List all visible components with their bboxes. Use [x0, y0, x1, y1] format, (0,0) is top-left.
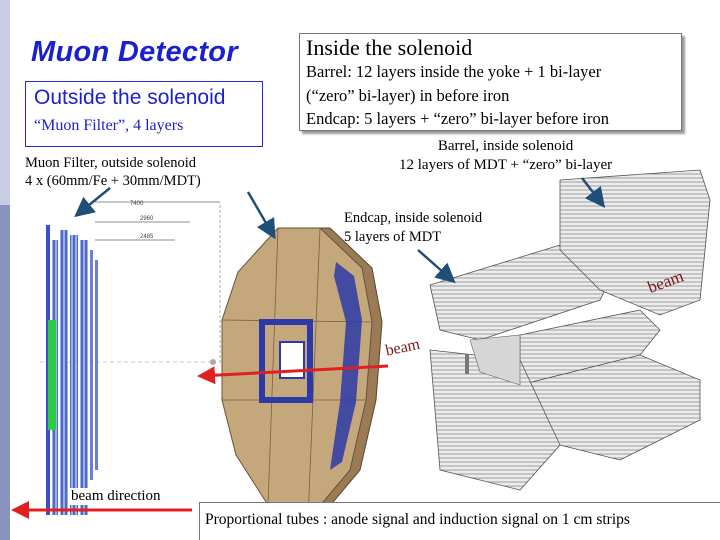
dimension-7400: 7400 [130, 201, 144, 207]
inside-solenoid-line1: Barrel: 12 layers inside the yoke + 1 bi… [306, 62, 602, 81]
sidebar-strip [0, 0, 10, 540]
beam-arrows [11, 364, 389, 519]
sidebar-strip-light [0, 0, 10, 205]
muon-filter-line1: Muon Filter, outside solenoid [25, 155, 196, 171]
endcap-label-line1: Endcap, inside solenoid [344, 210, 483, 226]
outside-solenoid-box: Outside the solenoid “Muon Filter”, 4 la… [25, 81, 263, 147]
page-title: Muon Detector [31, 36, 238, 68]
proportional-tubes-box: Proportional tubes : anode signal and in… [199, 502, 720, 540]
muon-filter-label: Muon Filter, outside solenoid 4 x (60mm/… [25, 154, 201, 190]
outside-solenoid-heading: Outside the solenoid [34, 86, 226, 109]
proportional-tubes-text: Proportional tubes : anode signal and in… [205, 511, 630, 528]
dimension-2960: 2960 [140, 216, 154, 222]
pointer-arrows [74, 177, 606, 284]
barrel-label: Barrel, inside solenoid 12 layers of MDT… [399, 137, 612, 175]
inside-solenoid-line3: Endcap: 5 layers + “zero” bi-layer befor… [306, 109, 609, 128]
endcap-label-line2: 5 layers of MDT [344, 229, 442, 245]
inside-solenoid-box: Inside the solenoid Barrel: 12 layers in… [299, 33, 682, 131]
outside-solenoid-subtitle: “Muon Filter”, 4 layers [34, 117, 184, 134]
muon-filter-line2: 4 x (60mm/Fe + 30mm/MDT) [25, 173, 201, 189]
inside-solenoid-line2: (“zero” bi-layer) in before iron [306, 86, 510, 105]
dimension-2485: 2485 [140, 234, 154, 240]
barrel-label-line1: Barrel, inside solenoid [437, 138, 574, 154]
endcap-label: Endcap, inside solenoid 5 layers of MDT [344, 209, 482, 247]
muon-filter-sideview [40, 201, 221, 515]
beam-direction-label: beam direction [69, 488, 163, 505]
inside-solenoid-heading: Inside the solenoid [306, 35, 473, 60]
barrel-label-line2: 12 layers of MDT + “zero” bi-layer [399, 157, 613, 173]
